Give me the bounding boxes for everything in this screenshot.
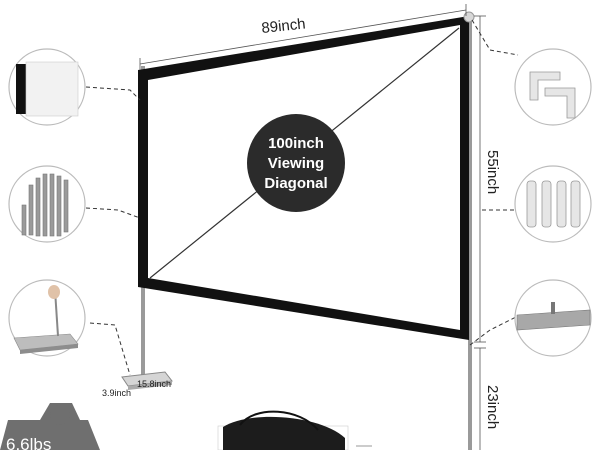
carry-bag-icon — [217, 410, 372, 450]
badge-line-1: 100inch — [268, 135, 324, 152]
elbow-connector-detail — [514, 48, 592, 126]
diagonal-badge: 100inch Viewing Diagonal — [247, 114, 345, 212]
corner-knob — [463, 11, 475, 23]
left-callouts — [85, 86, 141, 376]
poles-detail — [8, 165, 86, 243]
height-label: 55inch — [484, 150, 501, 194]
screen-fabric-icon — [16, 61, 79, 117]
badge-line-3: Diagonal — [264, 175, 327, 192]
tube-connector-detail — [514, 165, 592, 243]
base-plate-icon — [13, 285, 79, 354]
badge-line-2: Viewing — [268, 155, 324, 172]
foot-stand-detail — [514, 279, 592, 357]
base-width-label: 15.8inch — [137, 379, 171, 389]
poles-icon — [21, 173, 69, 237]
height-dimension: 55inch — [474, 15, 501, 343]
foot-stand-icon — [516, 302, 591, 331]
right-callouts — [469, 19, 519, 346]
screen-fabric-detail — [8, 48, 86, 126]
width-label: 89inch — [261, 15, 307, 37]
width-dimension: 89inch — [139, 4, 467, 70]
weight-badge: 6.6lbs — [0, 403, 100, 450]
base-depth-label: 3.9inch — [102, 388, 131, 398]
carry-bag — [217, 410, 372, 450]
elbow-connector-icon — [529, 71, 576, 119]
stand-height-dimension: 23inch — [474, 347, 501, 450]
tube-connector-icon — [526, 180, 581, 228]
base-foot: 3.9inch 15.8inch — [102, 371, 173, 398]
stand-height-label: 23inch — [484, 385, 501, 429]
base-plate-detail — [8, 279, 86, 357]
weight-label: 6.6lbs — [6, 435, 51, 450]
